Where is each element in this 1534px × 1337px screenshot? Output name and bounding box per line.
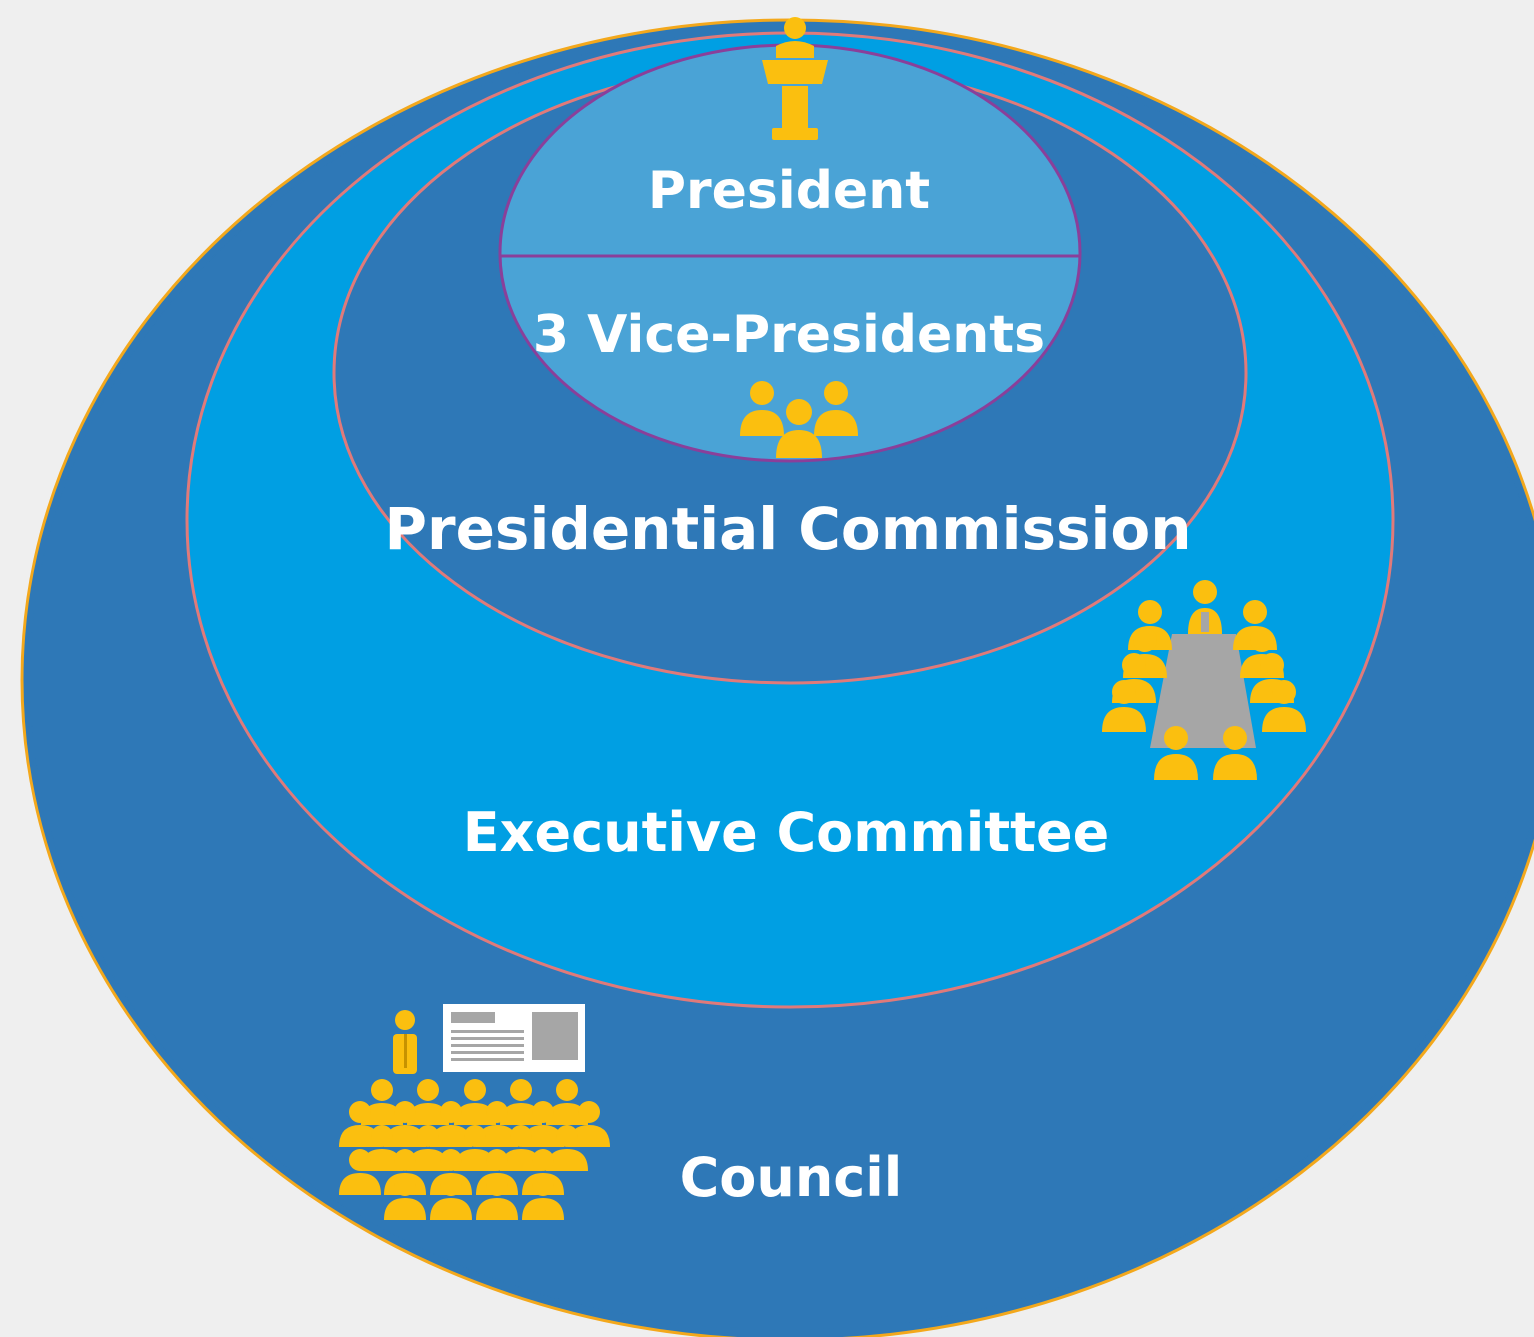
audience-person-body <box>361 1149 403 1171</box>
executive-committee-label: Executive Committee <box>463 801 1109 864</box>
audience-person-body <box>568 1125 610 1147</box>
audience-person-body <box>407 1103 449 1125</box>
audience-person-head <box>486 1101 508 1123</box>
audience-person-head <box>440 1149 462 1171</box>
vice-presidents-label: 3 Vice-Presidents <box>533 305 1045 365</box>
audience-person-head <box>464 1079 486 1101</box>
audience-person-body <box>339 1173 381 1195</box>
audience-person-body <box>476 1125 518 1147</box>
audience-person-head <box>556 1125 578 1147</box>
audience-person-head <box>440 1101 462 1123</box>
podium-speaker-icon <box>762 17 828 140</box>
audience-person-body <box>454 1103 496 1125</box>
audience-person-head <box>486 1149 508 1171</box>
audience-person-body <box>430 1198 472 1220</box>
audience-person-body <box>384 1198 426 1220</box>
audience-person-body <box>522 1198 564 1220</box>
meeting-table-icon <box>1102 580 1306 780</box>
audience-presentation-icon <box>339 1004 610 1220</box>
audience-person-head <box>510 1125 532 1147</box>
audience-person-body <box>476 1198 518 1220</box>
audience-person-head <box>532 1101 554 1123</box>
audience-person-head <box>394 1149 416 1171</box>
audience-person-body <box>546 1103 588 1125</box>
audience-person-body <box>384 1125 426 1147</box>
audience-person-head <box>556 1079 578 1101</box>
audience-person-body <box>430 1125 472 1147</box>
audience-person-head <box>349 1149 371 1171</box>
audience-person-head <box>417 1125 439 1147</box>
audience-person-head <box>464 1125 486 1147</box>
audience-person-head <box>394 1101 416 1123</box>
audience-person-body <box>454 1149 496 1171</box>
audience-person-head <box>532 1174 554 1196</box>
audience-person-body <box>500 1149 542 1171</box>
audience-person-head <box>578 1101 600 1123</box>
audience-person-head <box>371 1125 393 1147</box>
audience-person-body <box>522 1125 564 1147</box>
council-label: Council <box>680 1146 903 1209</box>
audience-person-head <box>532 1149 554 1171</box>
audience-person-head <box>417 1079 439 1101</box>
audience-person-head <box>440 1174 462 1196</box>
audience-person-body <box>546 1149 588 1171</box>
audience-person-body <box>407 1149 449 1171</box>
presidential-commission-label: Presidential Commission <box>384 495 1191 563</box>
audience-person-head <box>510 1079 532 1101</box>
president-label: President <box>648 161 930 221</box>
audience-person-head <box>486 1174 508 1196</box>
audience-person-body <box>339 1125 381 1147</box>
group-of-three-people-icon <box>740 381 858 458</box>
audience-person-body <box>500 1103 542 1125</box>
audience-person-head <box>371 1079 393 1101</box>
audience-person-body <box>361 1103 403 1125</box>
audience-person-head <box>349 1101 371 1123</box>
audience-person-head <box>394 1174 416 1196</box>
